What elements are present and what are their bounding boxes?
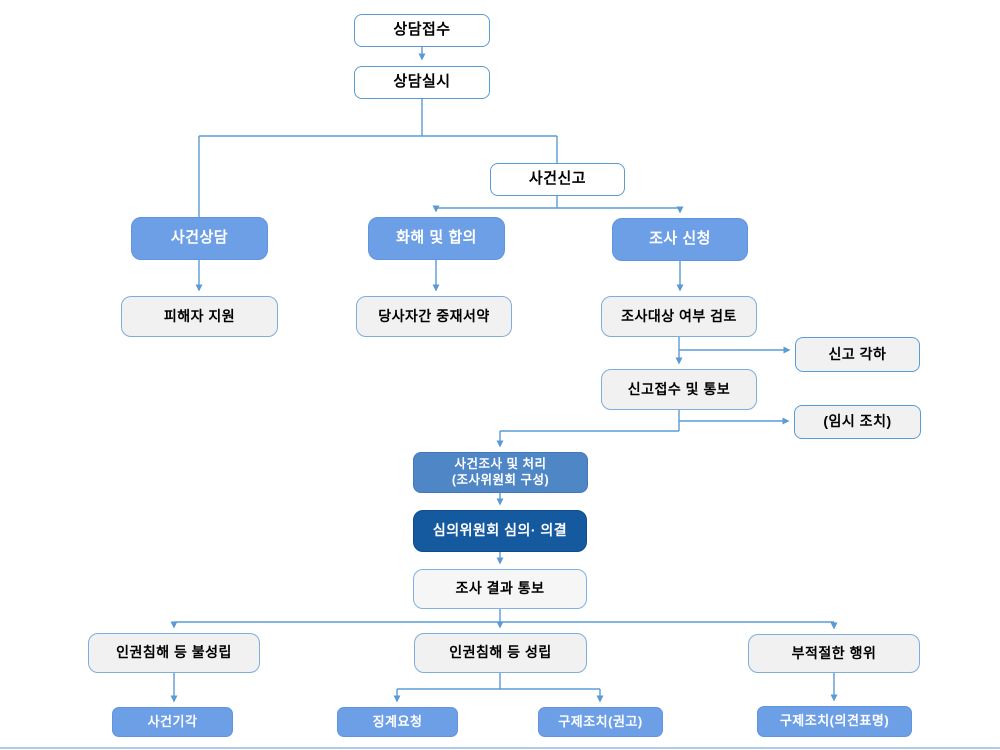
node-label: 사건기각 (147, 713, 198, 729)
node-report-rejection: 신고 각하 (795, 337, 920, 372)
node-case-counsel: 사건상담 (131, 217, 268, 260)
node-label: 사건신고 (528, 170, 587, 188)
node-remedy-recommendation: 구제조치(권고) (538, 707, 663, 737)
node-counsel-intake: 상담접수 (354, 14, 490, 47)
node-victim-support: 피해자 지원 (121, 296, 278, 337)
node-investigation-result-notice: 조사 결과 통보 (413, 569, 587, 609)
node-label: 신고접수 및 통보 (627, 380, 731, 397)
node-case-dismissal: 사건기각 (112, 707, 233, 737)
node-label: 심의위원회 심의· 의결 (432, 522, 568, 539)
node-label: 피해자 지원 (163, 307, 236, 324)
node-violation-established: 인권침해 등 성립 (414, 633, 587, 673)
node-report-receipt-notice: 신고접수 및 통보 (601, 369, 757, 410)
node-label: 당사자간 중재서약 (378, 307, 490, 324)
node-case-investigation-handling: 사건조사 및 처리 (조사위원회 구성) (413, 452, 588, 493)
node-label: 부적절한 행위 (791, 644, 877, 661)
node-label: 인권침해 등 불성립 (116, 644, 232, 661)
node-label: 상담실시 (393, 73, 451, 91)
node-investigation-request: 조사 신청 (612, 218, 748, 261)
node-label: 인권침해 등 성립 (449, 644, 552, 661)
node-label: 조사대상 여부 검토 (621, 307, 737, 324)
node-label: 상담접수 (393, 21, 451, 39)
node-investigation-eligibility-review: 조사대상 여부 검토 (601, 296, 757, 337)
node-label: 구제조치(권고) (558, 713, 643, 729)
node-label: 조사 신청 (649, 230, 711, 248)
bottom-divider (0, 747, 1000, 749)
node-label: 화해 및 합의 (396, 229, 477, 247)
node-party-mediation-pledge: 당사자간 중재서약 (356, 296, 512, 337)
node-violation-not-established: 인권침해 등 불성립 (88, 633, 260, 673)
node-label: (임시 조치) (823, 413, 892, 430)
node-label: 사건상담 (170, 229, 229, 247)
node-deliberation-committee-resolution: 심의위원회 심의· 의결 (413, 510, 587, 552)
node-label: 구제조치(의견표명) (779, 713, 890, 729)
node-temporary-measures: (임시 조치) (794, 405, 921, 439)
node-counsel-conduct: 상담실시 (354, 66, 490, 99)
node-reconciliation-settlement: 화해 및 합의 (368, 217, 505, 260)
node-label: 조사 결과 통보 (455, 580, 545, 597)
node-inappropriate-conduct: 부적절한 행위 (748, 634, 920, 673)
node-case-report: 사건신고 (490, 163, 625, 196)
node-disciplinary-request: 징계요청 (337, 707, 458, 737)
node-label: 징계요청 (372, 713, 423, 729)
node-sublabel: (조사위원회 구성) (451, 472, 550, 487)
node-label: 사건조사 및 처리 (454, 456, 547, 471)
node-label: 신고 각하 (828, 345, 887, 362)
node-remedy-opinion: 구제조치(의견표명) (757, 706, 912, 737)
